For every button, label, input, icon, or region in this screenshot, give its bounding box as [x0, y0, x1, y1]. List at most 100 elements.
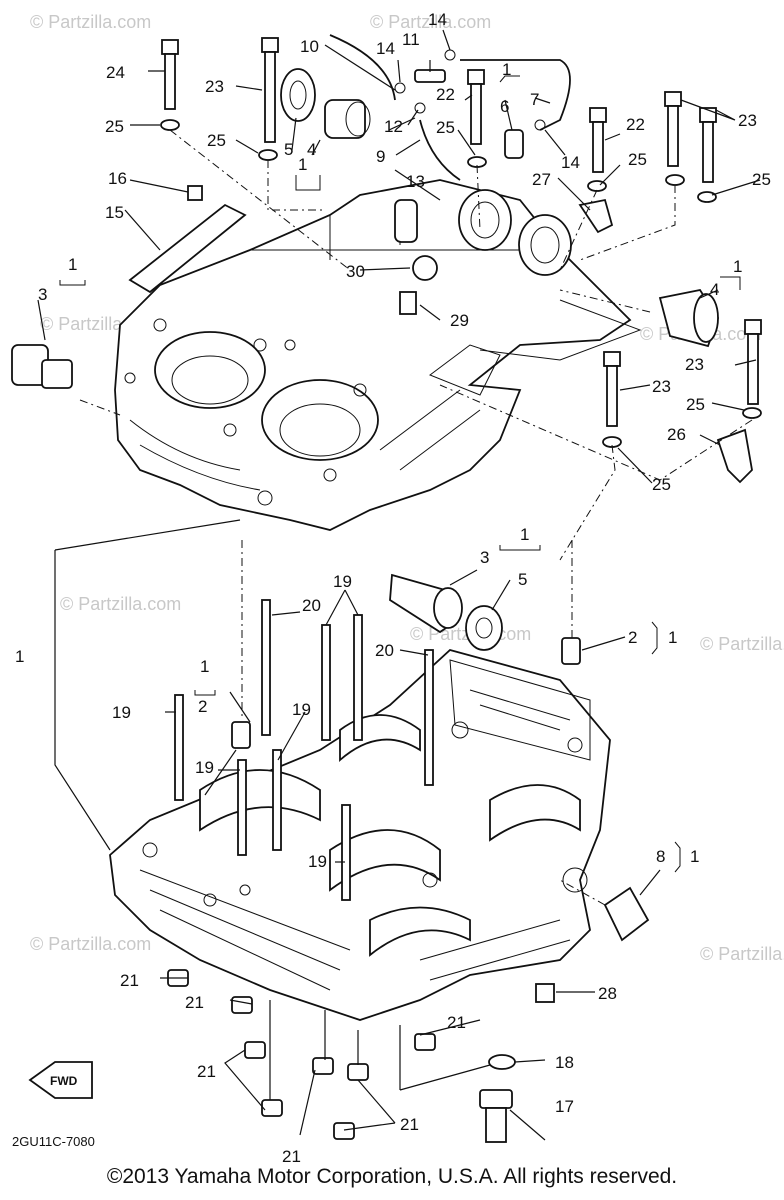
callout-3: 3: [480, 548, 489, 567]
callout-19: 19: [195, 758, 214, 777]
callout-1: 1: [68, 255, 77, 274]
fitting-6: [504, 129, 524, 159]
nut-21: [244, 1041, 266, 1059]
callout-20: 20: [375, 641, 394, 660]
seal-5-lower: [465, 605, 503, 651]
callout-10: 10: [300, 37, 319, 56]
bolt-24: [161, 39, 179, 110]
hose-10: [329, 34, 396, 101]
callout-14: 14: [376, 39, 395, 58]
callout-25: 25: [686, 395, 705, 414]
part-28: [535, 983, 555, 1003]
callout-29: 29: [450, 311, 469, 330]
washer-25: [697, 191, 717, 203]
callout-22: 22: [626, 115, 645, 134]
bolt-22: [467, 69, 485, 145]
callout-26: 26: [667, 425, 686, 444]
callout-1: 1: [502, 60, 511, 79]
callout-12: 12: [384, 117, 403, 136]
fwd-arrow-icon: FWD: [28, 1061, 93, 1099]
callout-5: 5: [518, 570, 527, 589]
washer-25: [665, 174, 685, 186]
callout-4: 4: [307, 140, 316, 159]
callout-14: 14: [561, 153, 580, 172]
callout-15: 15: [105, 203, 124, 222]
bracket-26: [716, 428, 753, 484]
nut-21: [231, 996, 253, 1014]
nut-21: [312, 1057, 334, 1075]
stud-20: [424, 649, 434, 786]
callout-21: 21: [197, 1062, 216, 1081]
washer-25: [742, 407, 762, 419]
callout-19: 19: [112, 703, 131, 722]
callout-2: 2: [628, 628, 637, 647]
callout-25: 25: [628, 150, 647, 169]
nut-21: [333, 1122, 355, 1140]
watermark-text: © Partzilla.com: [60, 594, 181, 614]
callout-25: 25: [652, 475, 671, 494]
callout-14: 14: [428, 10, 447, 29]
hose-9: [419, 119, 461, 181]
callout-1: 1: [520, 525, 529, 544]
stud-19: [321, 624, 331, 741]
callout-21: 21: [282, 1147, 301, 1166]
callout-21: 21: [400, 1115, 419, 1134]
callout-25: 25: [207, 131, 226, 150]
callout-1: 1: [733, 257, 742, 276]
callout-23: 23: [652, 377, 671, 396]
washer-25: [258, 149, 278, 161]
hose-7: [460, 59, 571, 131]
callout-17: 17: [555, 1097, 574, 1116]
bolt-22: [589, 107, 607, 173]
callout-19: 19: [308, 852, 327, 871]
callout-21: 21: [120, 971, 139, 990]
bolt-23: [603, 351, 621, 427]
small-parts: [11, 34, 762, 1143]
diagram-code: 2GU11C-7080: [12, 1134, 95, 1149]
callout-24: 24: [106, 63, 125, 82]
nut-21: [347, 1063, 369, 1081]
bushing-4-right: [658, 288, 719, 348]
callout-23: 23: [205, 77, 224, 96]
assembly-braces: [59, 75, 741, 873]
callout-30: 30: [346, 262, 365, 281]
bushing-3-lower: [389, 573, 463, 634]
callout-13: 13: [406, 172, 425, 191]
callout-27: 27: [532, 170, 551, 189]
stud-20: [261, 599, 271, 736]
plug-30: [412, 255, 438, 281]
pin-29: [399, 291, 417, 315]
lower-crankcase: [109, 649, 611, 1021]
callout-25: 25: [752, 170, 771, 189]
callout-2: 2: [198, 697, 207, 716]
callout-25: 25: [436, 118, 455, 137]
callout-5: 5: [284, 140, 293, 159]
watermark-text: © Partzilla.com: [370, 12, 491, 32]
washer-18: [488, 1054, 516, 1070]
callout-21: 21: [185, 993, 204, 1012]
nut-21: [414, 1033, 436, 1051]
bolt-23: [664, 91, 682, 167]
callout-28: 28: [598, 984, 617, 1003]
callout-23: 23: [738, 111, 757, 130]
dowel-2: [231, 721, 251, 749]
nut-21: [261, 1099, 283, 1117]
callout-22: 22: [436, 85, 455, 104]
dowel-2: [561, 637, 581, 665]
bolt-23: [699, 107, 717, 183]
callout-4: 4: [710, 280, 719, 299]
callout-labels: 1 3 1 1 1 1 1 1 1 1 2 2 3 4 4 5 5 6 7 8 …: [15, 10, 771, 1166]
callout-3: 3: [38, 285, 47, 304]
callout-1: 1: [668, 628, 677, 647]
watermark-text: © Partzilla.com: [30, 934, 151, 954]
callout-6: 6: [500, 97, 509, 116]
fwd-label: FWD: [50, 1074, 78, 1088]
bolt-23: [261, 37, 279, 143]
stud-19: [353, 614, 363, 741]
callout-1: 1: [15, 647, 24, 666]
callout-19: 19: [333, 572, 352, 591]
copyright-notice: ©2013 Yamaha Motor Corporation, U.S.A. A…: [106, 1165, 678, 1188]
stud-19: [272, 749, 282, 851]
bushing-8: [603, 886, 650, 942]
watermark-text: © Partzilla.com: [30, 12, 151, 32]
